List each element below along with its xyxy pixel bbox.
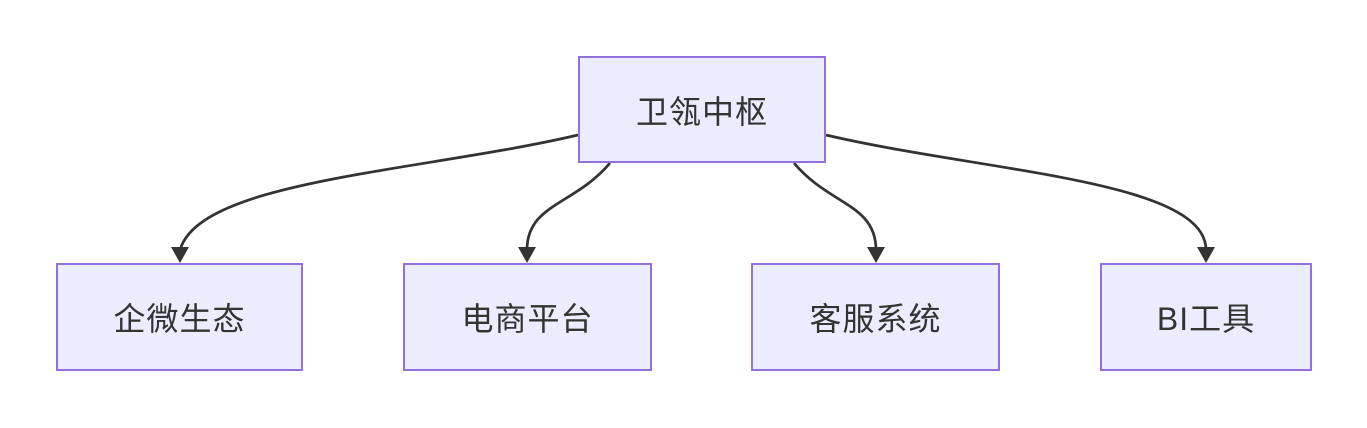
node-service: 客服系统 bbox=[751, 263, 1000, 371]
edge-hub-to-wecom bbox=[178, 133, 579, 251]
edge-hub-to-service bbox=[792, 162, 878, 251]
arrowhead-icon bbox=[171, 247, 189, 263]
arrowhead-icon bbox=[1197, 247, 1215, 263]
node-hub: 卫瓴中枢 bbox=[578, 56, 826, 163]
node-wecom: 企微生态 bbox=[56, 263, 303, 371]
edge-hub-to-bi bbox=[825, 133, 1208, 251]
node-ecommerce: 电商平台 bbox=[403, 263, 652, 371]
node-label: BI工具 bbox=[1156, 301, 1256, 337]
node-bi: BI工具 bbox=[1100, 263, 1312, 371]
arrowhead-icon bbox=[518, 247, 536, 263]
arrowhead-icon bbox=[867, 247, 885, 263]
node-label: 卫瓴中枢 bbox=[635, 93, 768, 130]
edge-hub-to-ecommerce bbox=[525, 162, 612, 251]
node-label: 企微生态 bbox=[113, 301, 246, 337]
node-label: 电商平台 bbox=[461, 301, 594, 337]
node-label: 客服系统 bbox=[809, 301, 942, 337]
